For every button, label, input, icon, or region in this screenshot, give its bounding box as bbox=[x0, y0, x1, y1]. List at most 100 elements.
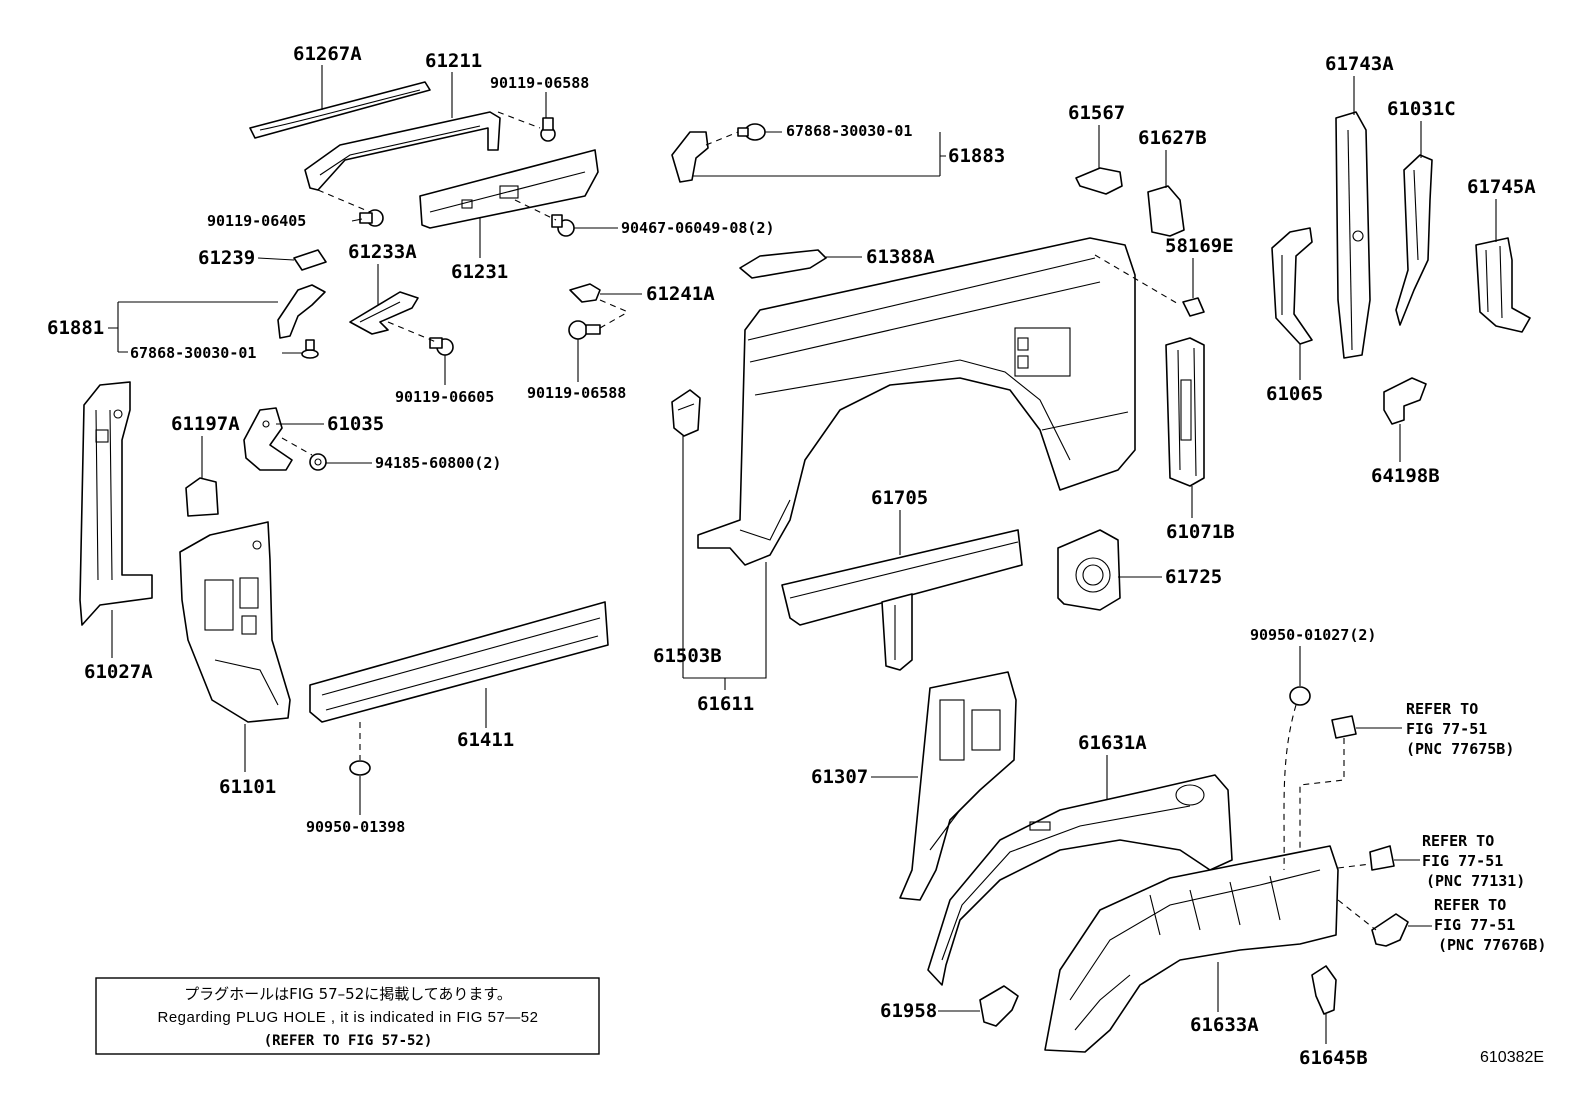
callout-61883: 61883 bbox=[948, 145, 1005, 167]
callout-90950-01398: 90950-01398 bbox=[306, 818, 405, 836]
callout-58169E: 58169E bbox=[1165, 235, 1234, 257]
bolt-90467-06049[interactable] bbox=[551, 214, 575, 237]
ref-3-line1: REFER TO bbox=[1434, 896, 1506, 914]
callout-61027A: 61027A bbox=[84, 661, 153, 683]
callout-90119-06588-b: 90119-06588 bbox=[527, 384, 626, 402]
note-japanese: プラグホールはFIG 57–52に掲載してあります。 bbox=[184, 985, 512, 1003]
callout-67868-30030-01-b: 67868-30030-01 bbox=[786, 122, 912, 140]
callout-61567: 61567 bbox=[1068, 102, 1125, 124]
callout-61267A: 61267A bbox=[293, 43, 362, 65]
callout-61035: 61035 bbox=[327, 413, 384, 435]
ref-bracket-77676B[interactable] bbox=[1371, 913, 1409, 947]
part-61307-inner-panel[interactable] bbox=[899, 671, 1017, 901]
ref-text-3[interactable]: REFER TO FIG 77-51 (PNC 77676B) bbox=[1434, 896, 1546, 954]
callout-61101: 61101 bbox=[219, 776, 276, 798]
part-61197A-patch[interactable] bbox=[185, 477, 219, 517]
part-61633A-wheel-house[interactable] bbox=[1044, 845, 1339, 1053]
part-61071B-pillar[interactable] bbox=[1165, 337, 1205, 487]
plug-hole-note: プラグホールはFIG 57–52に掲載してあります。 Regarding PLU… bbox=[95, 977, 600, 1055]
callout-61065: 61065 bbox=[1266, 383, 1323, 405]
callout-61231: 61231 bbox=[451, 261, 508, 283]
ref-text-1[interactable]: REFER TO FIG 77-51 (PNC 77675B) bbox=[1406, 700, 1514, 758]
figure-code: 610382E bbox=[1480, 1049, 1544, 1066]
callout-61745A: 61745A bbox=[1467, 176, 1536, 198]
callout-61411: 61411 bbox=[457, 729, 514, 751]
ref-bracket-77675B[interactable] bbox=[1331, 715, 1357, 739]
part-61745A-bracket[interactable] bbox=[1475, 237, 1531, 333]
callout-61071B: 61071B bbox=[1166, 521, 1235, 543]
part-61411-rocker-panel[interactable] bbox=[309, 601, 609, 723]
part-58169E-pad[interactable] bbox=[1182, 297, 1205, 317]
callout-61241A: 61241A bbox=[646, 283, 715, 305]
screw-67868-30030-01-a[interactable] bbox=[301, 339, 319, 359]
bolt-90119-06605[interactable] bbox=[429, 337, 454, 356]
ref-3-line3: (PNC 77676B) bbox=[1438, 936, 1546, 954]
part-61503B-bracket[interactable] bbox=[671, 389, 701, 437]
callout-61503B: 61503B bbox=[653, 645, 722, 667]
callout-61631A: 61631A bbox=[1078, 732, 1147, 754]
part-61883-bracket[interactable] bbox=[671, 131, 709, 183]
part-61031C-pillar[interactable] bbox=[1395, 154, 1433, 326]
callout-61307: 61307 bbox=[811, 766, 868, 788]
part-61705-crossmember[interactable] bbox=[781, 529, 1023, 671]
ref-text-2[interactable]: REFER TO FIG 77-51 (PNC 77131) bbox=[1422, 832, 1525, 890]
part-61267A-rail[interactable] bbox=[249, 81, 431, 139]
part-64198B-bracket[interactable] bbox=[1383, 377, 1427, 425]
part-61233A-bracket[interactable] bbox=[349, 291, 419, 335]
ref-2-line2: FIG 77-51 bbox=[1422, 852, 1503, 870]
callout-67868-30030-01-a: 67868-30030-01 bbox=[130, 344, 256, 362]
callout-61705: 61705 bbox=[871, 487, 928, 509]
part-61725-fuel-door[interactable] bbox=[1057, 529, 1121, 611]
callout-90950-01027: 90950-01027(2) bbox=[1250, 626, 1376, 644]
callout-61197A: 61197A bbox=[171, 413, 240, 435]
part-61241A-bracket[interactable] bbox=[569, 283, 601, 303]
ref-2-line1: REFER TO bbox=[1422, 832, 1494, 850]
ref-1-line3: (PNC 77675B) bbox=[1406, 740, 1514, 758]
callout-61031C: 61031C bbox=[1387, 98, 1456, 120]
callout-94185-60800: 94185-60800(2) bbox=[375, 454, 501, 472]
note-refer: (REFER TO FIG 57-52) bbox=[264, 1033, 433, 1049]
plug-90950-01398[interactable] bbox=[349, 760, 371, 776]
part-61027A-pillar[interactable] bbox=[79, 381, 153, 626]
part-61065-pillar[interactable] bbox=[1271, 227, 1313, 345]
callout-90119-06588-a: 90119-06588 bbox=[490, 74, 589, 92]
callout-90467-06049: 90467-06049-08(2) bbox=[621, 219, 775, 237]
part-61611-side-panel[interactable] bbox=[697, 237, 1136, 566]
callout-61958: 61958 bbox=[880, 1000, 937, 1022]
part-61567-cap[interactable] bbox=[1075, 167, 1123, 195]
screw-67868-30030-01-b[interactable] bbox=[737, 123, 766, 141]
part-61231-panel[interactable] bbox=[419, 149, 599, 229]
callout-61645B: 61645B bbox=[1299, 1047, 1368, 1069]
note-english: Regarding PLUG HOLE , it is indicated in… bbox=[157, 1009, 538, 1026]
nut-94185-60800[interactable] bbox=[309, 453, 327, 471]
callout-61633A: 61633A bbox=[1190, 1014, 1259, 1036]
part-61743A-pillar[interactable] bbox=[1335, 111, 1371, 359]
part-61958-bracket[interactable] bbox=[979, 985, 1019, 1027]
callout-61881: 61881 bbox=[47, 317, 104, 339]
bolt-90119-06588[interactable] bbox=[540, 117, 556, 142]
plug-90950-01027[interactable] bbox=[1289, 686, 1311, 706]
callout-64198B: 64198B bbox=[1371, 465, 1440, 487]
bolt-90119-06405[interactable] bbox=[359, 209, 384, 227]
part-61881-bracket[interactable] bbox=[277, 284, 326, 339]
part-61101-inner-panel[interactable] bbox=[179, 521, 291, 723]
ref-1-line1: REFER TO bbox=[1406, 700, 1478, 718]
callout-61239: 61239 bbox=[198, 247, 255, 269]
callout-61627B: 61627B bbox=[1138, 127, 1207, 149]
part-61388A-bracket[interactable] bbox=[739, 249, 827, 279]
part-61211-bracket[interactable] bbox=[304, 111, 501, 191]
callout-61233A: 61233A bbox=[348, 241, 417, 263]
callout-90119-06605: 90119-06605 bbox=[395, 388, 494, 406]
part-61645B-bracket[interactable] bbox=[1311, 965, 1337, 1015]
ref-1-line2: FIG 77-51 bbox=[1406, 720, 1487, 738]
callout-61388A: 61388A bbox=[866, 246, 935, 268]
ref-bracket-77131[interactable] bbox=[1369, 845, 1395, 871]
bolt-90119-06588-b[interactable] bbox=[568, 320, 601, 340]
part-61239-clip[interactable] bbox=[293, 249, 327, 271]
callout-61743A: 61743A bbox=[1325, 53, 1394, 75]
callout-61611: 61611 bbox=[697, 693, 754, 715]
callout-61211: 61211 bbox=[425, 50, 482, 72]
callout-61725: 61725 bbox=[1165, 566, 1222, 588]
part-61627B-bracket[interactable] bbox=[1147, 185, 1185, 237]
